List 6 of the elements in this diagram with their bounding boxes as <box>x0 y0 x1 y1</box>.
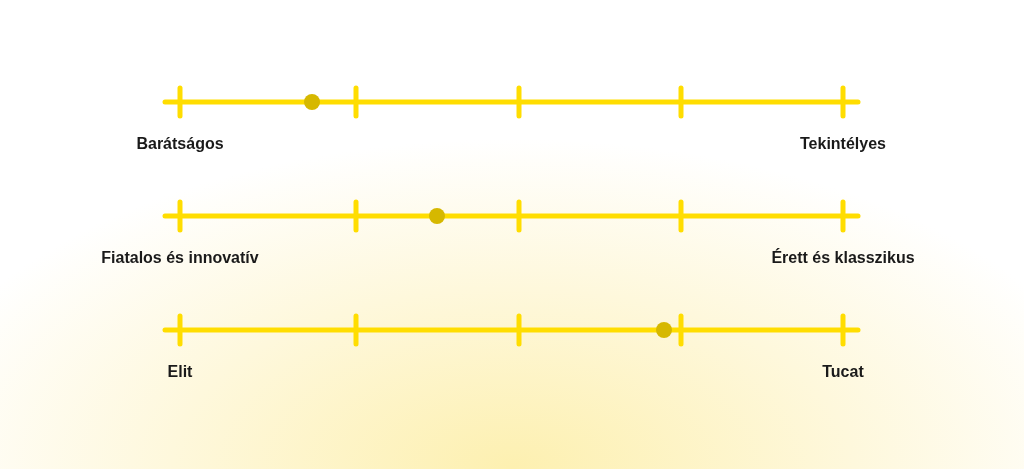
scale-end-label: Barátságos <box>136 135 224 153</box>
scale-end-label: Fiatalos és innovatív <box>101 249 259 267</box>
scale-end-label: Elit <box>167 363 193 381</box>
scale-end-label: Érett és klasszikus <box>771 249 915 267</box>
scale-end-label: Tucat <box>822 363 864 381</box>
scale-end-label: Tekintélyes <box>800 135 886 153</box>
